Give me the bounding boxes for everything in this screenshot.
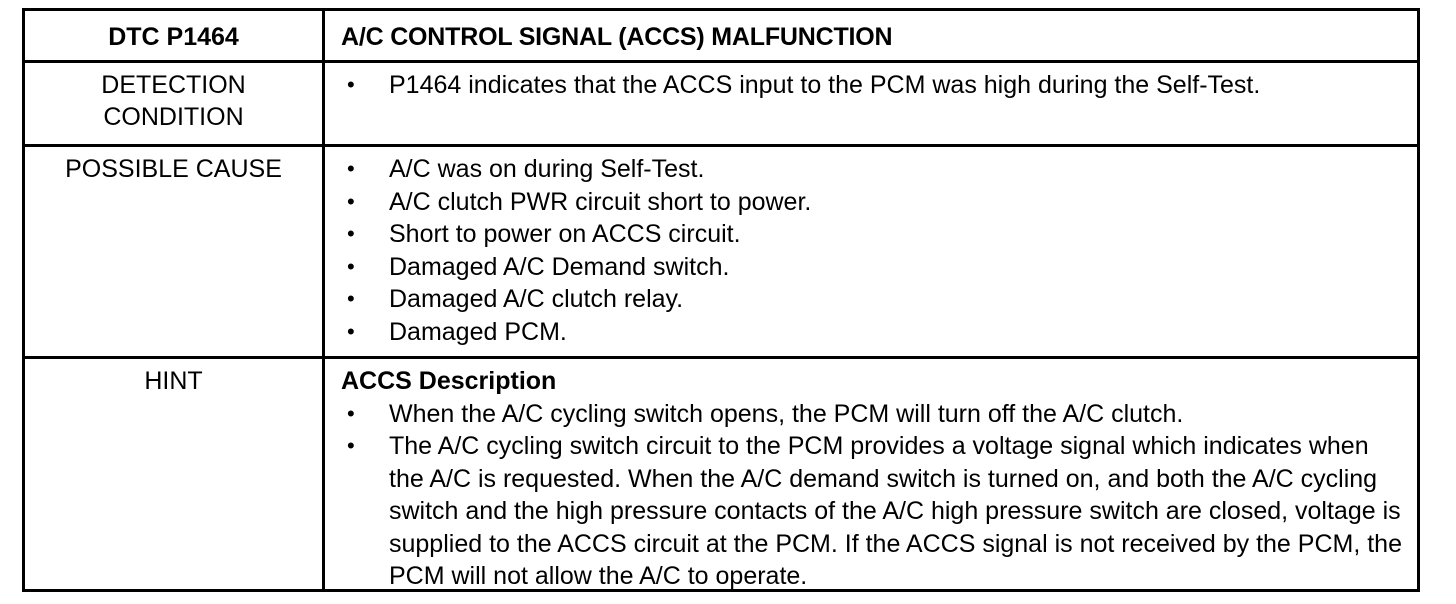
hint-list: • When the A/C cycling switch opens, the… bbox=[341, 398, 1407, 593]
hint-label: HINT bbox=[25, 359, 325, 589]
possible-cause-label: POSSIBLE CAUSE bbox=[25, 147, 325, 356]
bullet-icon: • bbox=[347, 286, 355, 311]
bullet-icon: • bbox=[347, 318, 355, 344]
list-item-text: When the A/C cycling switch opens, the P… bbox=[389, 399, 1184, 428]
detection-condition-label: DETECTION CONDITION bbox=[25, 63, 325, 144]
list-item: • Damaged A/C clutch relay. bbox=[341, 283, 1407, 316]
list-item: • Damaged A/C Demand switch. bbox=[341, 251, 1407, 284]
bullet-icon: • bbox=[347, 253, 355, 279]
detection-condition-content: • P1464 indicates that the ACCS input to… bbox=[325, 63, 1417, 144]
list-item: • The A/C cycling switch circuit to the … bbox=[341, 430, 1407, 593]
list-item-text: A/C clutch PWR circuit short to power. bbox=[389, 187, 812, 216]
detection-label-line1: DETECTION bbox=[101, 71, 246, 99]
list-item: • Damaged PCM. bbox=[341, 316, 1407, 349]
bullet-icon: • bbox=[347, 72, 355, 97]
list-item-text: Short to power on ACCS circuit. bbox=[389, 220, 741, 248]
list-item: • A/C clutch PWR circuit short to power. bbox=[341, 186, 1407, 219]
bullet-icon: • bbox=[347, 433, 355, 458]
list-item-text: A/C was on during Self-Test. bbox=[389, 155, 705, 183]
hint-subtitle: ACCS Description bbox=[341, 367, 557, 395]
header-row: DTC P1464 A/C CONTROL SIGNAL (ACCS) MALF… bbox=[25, 11, 1417, 63]
bullet-icon: • bbox=[347, 156, 355, 181]
list-item: • A/C was on during Self-Test. bbox=[341, 153, 1407, 186]
bullet-icon: • bbox=[347, 188, 355, 214]
list-item-text: Damaged PCM. bbox=[389, 317, 567, 346]
list-item-text: Damaged A/C clutch relay. bbox=[389, 285, 684, 313]
bullet-icon: • bbox=[347, 400, 355, 426]
list-item-text: Damaged A/C Demand switch. bbox=[389, 252, 730, 281]
detection-list: • P1464 indicates that the ACCS input to… bbox=[341, 69, 1407, 102]
list-item: • Short to power on ACCS circuit. bbox=[341, 218, 1407, 251]
possible-cause-row: POSSIBLE CAUSE • A/C was on during Self-… bbox=[25, 147, 1417, 359]
detection-condition-row: DETECTION CONDITION • P1464 indicates th… bbox=[25, 63, 1417, 147]
detection-label-line2: CONDITION bbox=[103, 103, 244, 131]
list-item-text: The A/C cycling switch circuit to the PC… bbox=[389, 432, 1402, 590]
dtc-title: A/C CONTROL SIGNAL (ACCS) MALFUNCTION bbox=[341, 23, 893, 51]
bullet-icon: • bbox=[347, 221, 355, 246]
list-item: • P1464 indicates that the ACCS input to… bbox=[341, 69, 1407, 102]
possible-cause-list: • A/C was on during Self-Test. • A/C clu… bbox=[341, 153, 1407, 348]
list-item-text: P1464 indicates that the ACCS input to t… bbox=[389, 71, 1261, 99]
hint-row: HINT ACCS Description • When the A/C cyc… bbox=[25, 359, 1417, 590]
dtc-code: DTC P1464 bbox=[25, 11, 325, 60]
list-item: • When the A/C cycling switch opens, the… bbox=[341, 398, 1407, 431]
hint-content: ACCS Description • When the A/C cycling … bbox=[325, 359, 1417, 590]
dtc-table: DTC P1464 A/C CONTROL SIGNAL (ACCS) MALF… bbox=[22, 8, 1420, 592]
possible-cause-content: • A/C was on during Self-Test. • A/C clu… bbox=[325, 147, 1417, 356]
